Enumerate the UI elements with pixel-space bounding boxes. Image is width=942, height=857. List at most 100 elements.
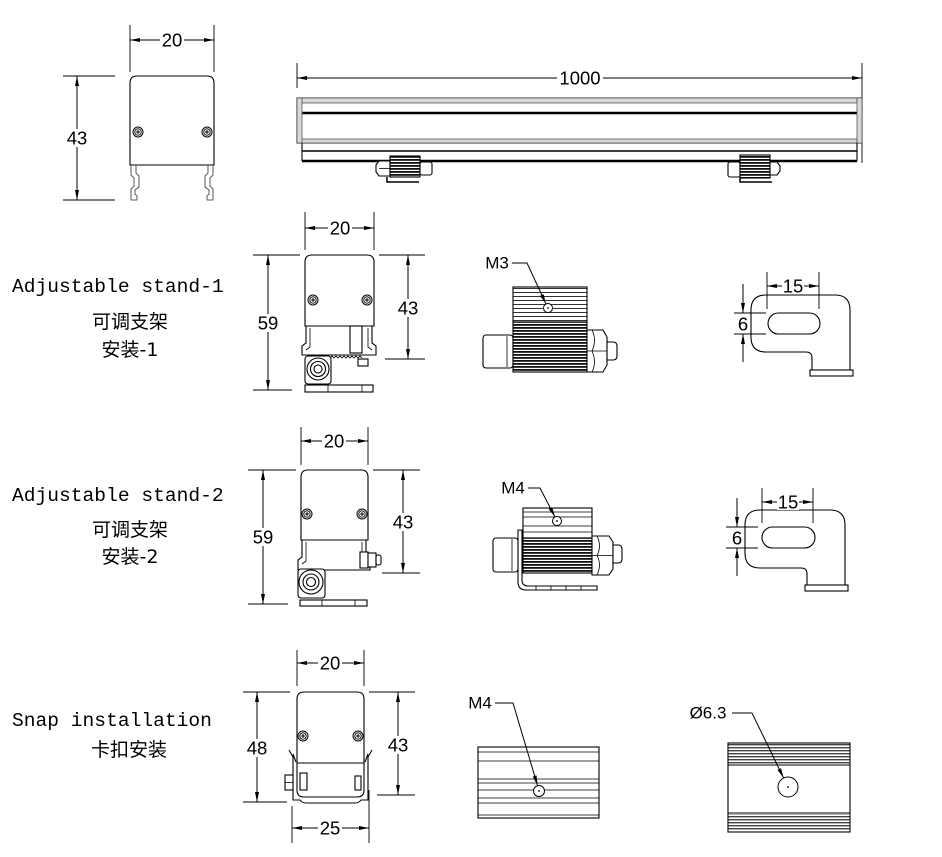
installation-title-en: Snap installation (12, 710, 212, 732)
text-mask (777, 494, 799, 510)
adjustable-stand-2-side-view: M4 (492, 479, 623, 591)
snap-clip-body (477, 746, 600, 819)
screw-icon (133, 127, 143, 137)
installation-label-2: Adjustable stand-2 可调支架 安装-2 (12, 485, 224, 568)
length-dimension: 1000 (559, 68, 600, 89)
base-plate (304, 384, 374, 393)
bolt-tip (606, 341, 618, 361)
fixture-side-view: 1000 (296, 63, 863, 183)
text-mask (396, 299, 421, 317)
installation-title-cn: 可调支架 (92, 519, 168, 541)
base-plate (299, 599, 368, 607)
text-mask (391, 513, 416, 531)
adjust-slot (761, 526, 816, 549)
stand-channel (301, 326, 377, 356)
mounting-bracket-left (375, 155, 433, 183)
clip-ribs-bottom (728, 814, 850, 831)
screw-icon (298, 731, 308, 741)
width-dimension: 20 (324, 431, 345, 452)
screw-icon (362, 295, 372, 305)
installation-title-cn: 可调支架 (92, 311, 168, 333)
callout-leader (732, 712, 785, 779)
screw-icon (357, 509, 367, 519)
housing-top-band (301, 97, 858, 104)
text-mask (328, 219, 352, 237)
cable-gland-cap (482, 334, 514, 369)
housing-base (301, 143, 858, 161)
end-cap-left (296, 97, 303, 144)
overall-height-dimension: 48 (247, 738, 268, 759)
profile-body (129, 75, 215, 166)
body-height-dimension: 43 (393, 512, 414, 533)
hex-nut-facets (592, 535, 613, 576)
hex-nut-facets (587, 329, 607, 373)
adjustable-stand-1-front-view: 20 59 43 (253, 212, 425, 393)
profile-body (304, 254, 375, 327)
hole-center (787, 786, 789, 788)
text-mask (65, 129, 90, 147)
slot-length-dimension: 15 (783, 276, 804, 297)
lock-nut (357, 358, 369, 367)
screw-icon (353, 731, 363, 741)
body-height-dimension: 43 (398, 298, 419, 319)
bracket-foot (804, 584, 849, 592)
callout-leader (528, 487, 556, 518)
knurled-knuckle (739, 154, 771, 179)
bracket-plate (739, 178, 772, 183)
installation-title-en: Adjustable stand-1 (12, 276, 224, 298)
mounting-bracket-right (727, 154, 781, 183)
text-mask (557, 69, 603, 87)
knuckle-lower (522, 537, 593, 574)
clamp-bolt (375, 554, 382, 566)
text-mask (251, 528, 276, 546)
height-dimension: 43 (67, 128, 88, 149)
text-mask (245, 739, 270, 757)
overall-height-dimension: 59 (253, 527, 274, 548)
text-mask (318, 819, 342, 837)
slot-width-dimension: 6 (738, 314, 748, 335)
snap-clip-outer (292, 757, 369, 804)
adjustable-stand-1-bracket-view: 15 6 (734, 272, 854, 377)
hole-center (556, 520, 558, 522)
snap-clip-inner (296, 763, 365, 798)
thread-callout: M4 (468, 694, 492, 713)
screw-icon (308, 295, 318, 305)
mounting-clip-left (130, 165, 140, 201)
thread-callout: M3 (485, 254, 509, 273)
slot-length-dimension: 15 (778, 492, 799, 513)
clamp-nut (367, 552, 377, 568)
text-mask (318, 654, 342, 672)
width-dimension: 20 (320, 653, 341, 674)
screw-icon (302, 509, 312, 519)
screw-icon (202, 127, 212, 137)
channel-inner (305, 328, 373, 351)
knuckle-lower (512, 321, 588, 373)
installation-label-1: Adjustable stand-1 可调支架 安装-1 (12, 276, 224, 361)
clip-latch-right (354, 775, 362, 791)
adjustable-stand-2-bracket-view: 15 6 (726, 488, 849, 592)
housing-bottom-band (301, 138, 858, 144)
snap-installation-side-view: M4 (468, 694, 600, 819)
bolt-tip (612, 544, 623, 564)
knob-center (305, 576, 317, 588)
stand-upright (349, 325, 363, 354)
adjustable-stand-1-side-view: M3 (482, 254, 618, 373)
text-mask (256, 314, 281, 332)
installation-subtitle-cn: 安装-2 (102, 546, 159, 568)
slot-width-dimension: 6 (732, 528, 742, 549)
callout-leader (495, 702, 538, 786)
plate-ticks (535, 586, 582, 590)
text-mask (322, 432, 346, 450)
overall-height-dimension: 59 (258, 313, 279, 334)
end-cap (727, 161, 741, 178)
clip-ribs-top (728, 744, 850, 764)
bracket-plate (386, 177, 419, 183)
hole-callout: Ø6.3 (690, 704, 727, 723)
text-mask (782, 278, 804, 294)
snap-clip-flares (288, 749, 373, 763)
text-mask (160, 31, 184, 49)
installation-label-3: Snap installation 卡扣安装 (12, 710, 212, 761)
base-plate-ticks (321, 600, 356, 606)
